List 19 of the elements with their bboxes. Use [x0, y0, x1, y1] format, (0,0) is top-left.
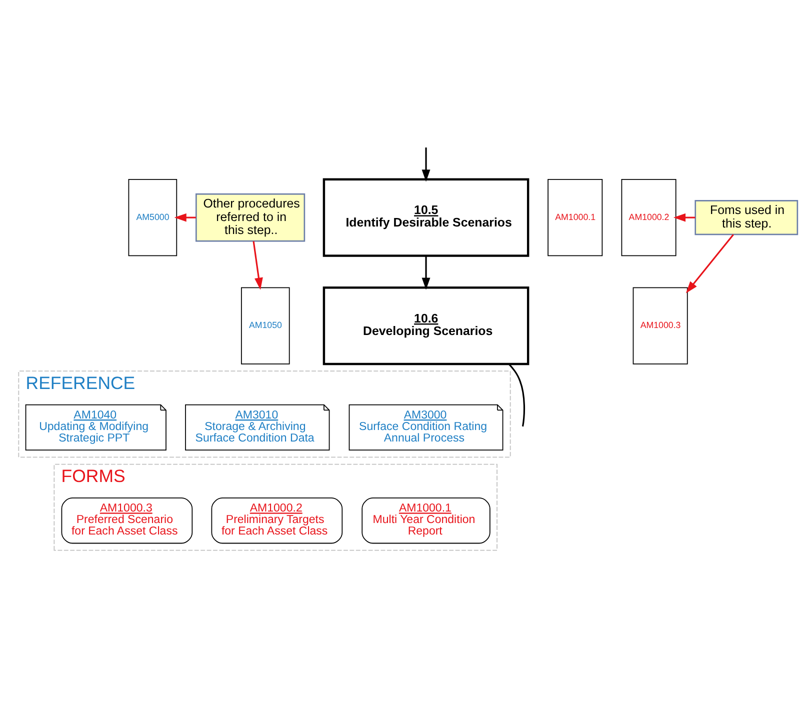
arrow — [422, 148, 430, 182]
connector — [508, 364, 525, 427]
node-box: Foms used in this step. — [694, 200, 798, 236]
node-box: AM1000.3 Preferred Scenario for Each Asset Class — [61, 498, 193, 544]
arrow — [673, 213, 696, 222]
arrow — [252, 241, 263, 290]
node-box: AM1050 — [240, 287, 290, 364]
node-box: AM1000.2 Preliminary Targets for Each Asset Class — [211, 498, 343, 544]
node-box: 10.6 Developing Scenarios — [322, 286, 530, 366]
node-box: AM5000 — [128, 178, 178, 256]
arrow — [174, 213, 196, 222]
node-box: AM1000.1 — [548, 178, 603, 256]
arrow — [422, 256, 430, 290]
node-box: AM1000.2 — [621, 178, 676, 256]
node-box: 10.5 Identify Desirable Scenarios — [322, 178, 530, 257]
node-box: AM1000.1 Multi Year Condition Report — [362, 498, 490, 544]
arrow — [686, 234, 734, 294]
node-box: Other procedures referred to in this step.. — [196, 193, 306, 242]
node-box: AM1000.3 — [632, 287, 688, 364]
